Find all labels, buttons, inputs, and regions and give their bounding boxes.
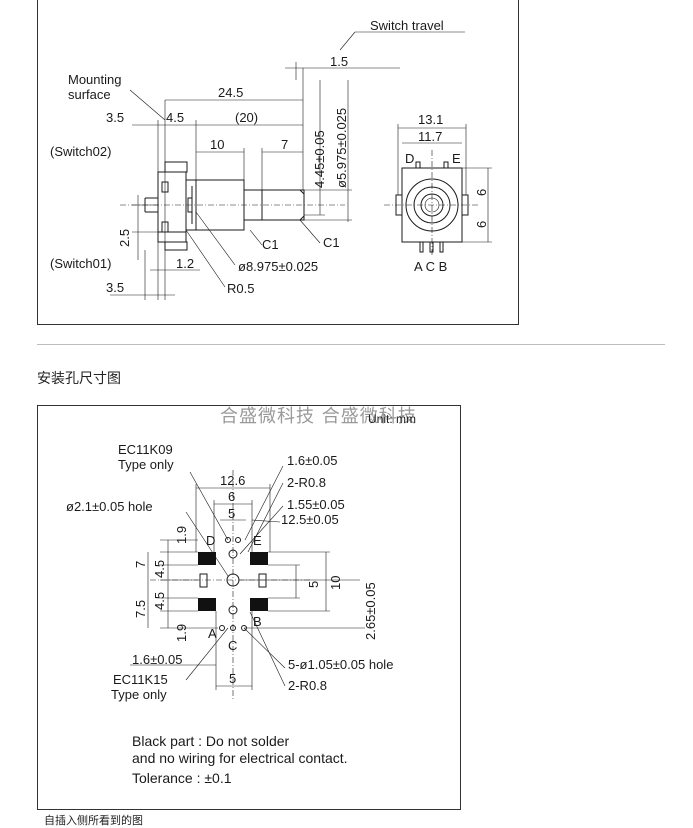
- hole-pattern-labels: EC11K09 Type only 12.6 6 5 1.6±0.05 2-R0…: [66, 442, 393, 702]
- pin-label-e: E: [452, 151, 461, 166]
- section-divider: [37, 344, 665, 345]
- dia-8975-label: ø8.975±0.025: [238, 259, 318, 274]
- pin-labels-acb: A C B: [414, 259, 447, 274]
- dim-1-9-bottom: 1.9: [174, 624, 189, 642]
- dim-4-5-b: 4.5: [152, 592, 167, 610]
- ec11k09-label: EC11K09: [118, 442, 173, 457]
- dim-6: 6: [228, 489, 235, 504]
- view-caption: 自插入侧所看到的图: [44, 815, 143, 827]
- switch02-label: (Switch02): [50, 144, 111, 159]
- dim-2-5: 2.5: [117, 229, 132, 247]
- dim-1-2: 1.2: [176, 256, 194, 271]
- r0-5-label: R0.5: [227, 281, 254, 296]
- solder-pad: [250, 598, 268, 611]
- solder-pad: [198, 552, 216, 565]
- hole-2-1-label: ø2.1±0.05 hole: [66, 499, 153, 514]
- solder-pad: [250, 552, 268, 565]
- dia-5975-label: ø5.975±0.025: [334, 108, 349, 188]
- dim-6-b: 6: [474, 221, 489, 228]
- note-tolerance: Tolerance : ±0.1: [132, 770, 232, 786]
- pin-label-c: C: [228, 638, 237, 653]
- r2-0-8-top: 2-R0.8: [287, 475, 326, 490]
- c1-label-a: C1: [262, 237, 279, 252]
- dim-24-5: 24.5: [218, 85, 243, 100]
- mounting-surface-label-2: surface: [68, 87, 111, 102]
- side-view-drawing-frame: [37, 0, 519, 325]
- dim-12-6: 12.6: [220, 473, 245, 488]
- c1-label-b: C1: [323, 235, 340, 250]
- note-line-2: and no wiring for electrical contact.: [132, 750, 348, 766]
- dim-10: 10: [328, 576, 343, 590]
- dim-4-45: 4.45±0.05: [312, 130, 327, 188]
- dim-travel: 1.5: [330, 54, 348, 69]
- watermark: 合盛微科技 合盛微科技: [220, 406, 417, 427]
- dim-7: 7: [133, 561, 148, 568]
- solder-pad: [198, 598, 216, 611]
- dim-1-9-top: 1.9: [174, 526, 189, 544]
- switch01-label: (Switch01): [50, 256, 111, 271]
- dim-3-5-top: 3.5: [106, 110, 124, 125]
- pin-label-b: B: [253, 614, 262, 629]
- dim-4-5: 4.5: [166, 110, 184, 125]
- dim-5-bottom: 5: [229, 671, 236, 686]
- ec11k15-label: EC11K15: [113, 672, 168, 687]
- dim-12-5: 12.5±0.05: [281, 512, 339, 527]
- ec11k15-type-label: Type only: [111, 687, 167, 702]
- dim-5-top: 5: [228, 506, 235, 521]
- dim-6-a: 6: [474, 189, 489, 196]
- dim-11-7: 11.7: [418, 129, 442, 144]
- pin-label-e: E: [253, 533, 262, 548]
- holes-5-label: 5-ø1.05±0.05 hole: [288, 657, 393, 672]
- unit-label: Unit: mm: [368, 412, 416, 426]
- ec11k09-type-label: Type only: [118, 457, 174, 472]
- dim-1-6-top: 1.6±0.05: [287, 453, 338, 468]
- pin-label-d: D: [405, 151, 414, 166]
- side-view: [110, 31, 465, 300]
- section-title: 安装孔尺寸图: [37, 370, 121, 386]
- side-view-labels: Switch travel 1.5 Mounting surface 24.5 …: [50, 18, 489, 296]
- pin-label-a: A: [208, 626, 217, 641]
- dim-13-1: 13.1: [418, 112, 443, 127]
- pin-label-d: D: [206, 533, 215, 548]
- dim-20: (20): [235, 110, 258, 125]
- dim-1-55: 1.55±0.05: [287, 497, 345, 512]
- dim-4-5-a: 4.5: [152, 560, 167, 578]
- dim-7-5: 7.5: [133, 600, 148, 618]
- mounting-surface-label: Mounting: [68, 72, 121, 87]
- hole-pattern: [130, 465, 365, 700]
- switch-travel-label: Switch travel: [370, 18, 444, 33]
- front-view: [384, 124, 492, 255]
- mounting-hole-drawing-frame: [37, 405, 461, 810]
- r2-0-8-bottom: 2-R0.8: [288, 678, 327, 693]
- dim-1-6-bottom: 1.6±0.05: [132, 652, 183, 667]
- dim-10: 10: [210, 137, 224, 152]
- dim-3-5-bottom: 3.5: [106, 280, 124, 295]
- dim-5-mid: 5: [306, 581, 321, 588]
- note-line-1: Black part : Do not solder: [132, 733, 290, 749]
- dim-7: 7: [281, 137, 288, 152]
- dim-2-65: 2.65±0.05: [363, 582, 378, 640]
